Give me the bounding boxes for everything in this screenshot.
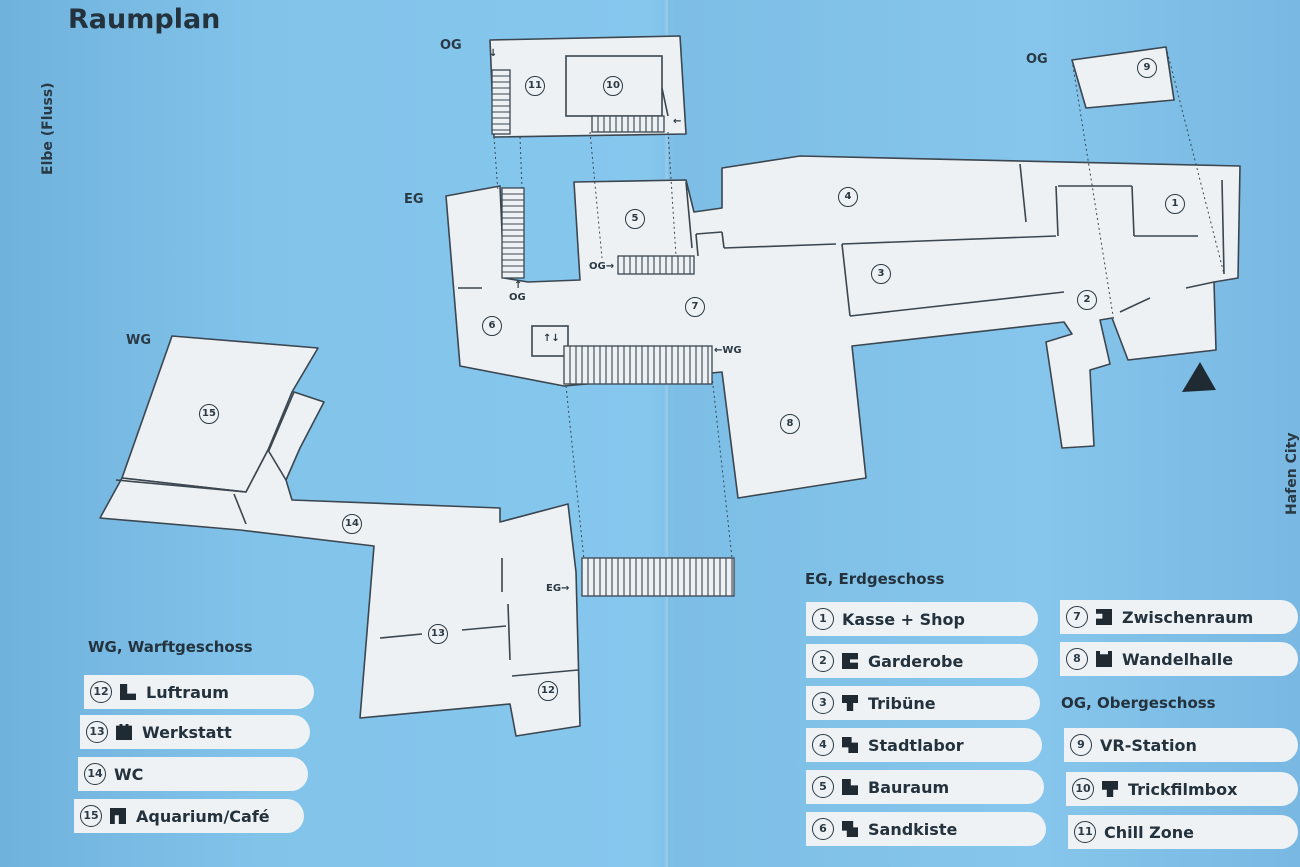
legend-heading-eg: EG, Erdgeschoss (805, 570, 945, 588)
legend-num-4: 4 (812, 734, 834, 756)
legend-label-7: Zwischenraum (1122, 607, 1254, 627)
legend-num-15: 15 (80, 805, 102, 827)
stair-eg-wg (563, 345, 713, 385)
legend-label-13: Werkstatt (142, 722, 232, 742)
legend-label-9: VR-Station (1100, 735, 1197, 755)
legend-label-10: Trickfilmbox (1128, 779, 1238, 799)
legend-label-6: Sandkiste (868, 819, 958, 839)
legend-num-1: 1 (812, 608, 834, 630)
stair-eg-left (501, 187, 525, 279)
legend-item-3: 3 Tribüne (806, 686, 1040, 720)
legend-label-14: WC (114, 764, 144, 784)
og-block-right (1071, 46, 1175, 109)
level-label-eg: EG (404, 192, 424, 207)
paper-fold (664, 0, 670, 867)
legend-heading-wg: WG, Warftgeschoss (88, 638, 253, 656)
stair-wg-eg (581, 557, 735, 597)
legend-item-15: 15 Aquarium/Café (74, 799, 304, 833)
level-label-og-right: OG (1026, 52, 1048, 67)
level-label-og-left: OG (440, 38, 462, 53)
eg-floor (445, 155, 1241, 499)
legend-num-6: 6 (812, 818, 834, 840)
garderobe-icon (842, 653, 858, 669)
room-num-12: 12 (538, 681, 558, 701)
stair-og-right-label: OG→ (589, 261, 615, 272)
room-num-15: 15 (199, 404, 219, 424)
level-label-wg: WG (126, 333, 152, 348)
legend-label-4: Stadtlabor (868, 735, 964, 755)
legend-label-1: Kasse + Shop (842, 609, 965, 629)
legend-label-12: Luftraum (146, 682, 229, 702)
room-num-1: 1 (1165, 194, 1185, 214)
entrance-marker (1182, 362, 1216, 392)
legend-label-3: Tribüne (868, 693, 936, 713)
lift-label: ↑↓ (543, 333, 560, 344)
luftraum-icon (120, 684, 136, 700)
legend-num-2: 2 (812, 650, 834, 672)
room-num-10: 10 (603, 76, 623, 96)
legend-item-8: 8 Wandelhalle (1060, 642, 1298, 676)
legend-num-11: 11 (1074, 821, 1096, 843)
legend-num-13: 13 (86, 721, 108, 743)
legend-item-2: 2 Garderobe (806, 644, 1038, 678)
room-num-5: 5 (625, 209, 645, 229)
legend-item-9: 9 VR-Station (1064, 728, 1298, 762)
legend-num-5: 5 (812, 776, 834, 798)
tribuene-icon (842, 695, 858, 711)
room-num-9: 9 (1137, 58, 1157, 78)
stair-wg-label: ←WG (714, 345, 742, 356)
legend-label-2: Garderobe (868, 651, 964, 671)
room-num-13: 13 (428, 624, 448, 644)
room-num-11: 11 (525, 76, 545, 96)
legend-item-1: 1 Kasse + Shop (806, 602, 1038, 636)
room-num-2: 2 (1077, 290, 1097, 310)
legend-label-15: Aquarium/Café (136, 806, 270, 826)
legend-num-12: 12 (90, 681, 112, 703)
legend-item-6: 6 Sandkiste (806, 812, 1046, 846)
room-num-3: 3 (871, 264, 891, 284)
page-title: Raumplan (68, 4, 221, 35)
room-num-14: 14 (342, 514, 362, 534)
stair-eg-label: EG→ (546, 583, 570, 594)
legend-num-8: 8 (1066, 648, 1088, 670)
wg-floor (99, 449, 581, 737)
legend-label-5: Bauraum (868, 777, 950, 797)
legend-item-11: 11 Chill Zone (1068, 815, 1298, 849)
legend-num-14: 14 (84, 763, 106, 785)
legend-item-7: 7 Zwischenraum (1060, 600, 1298, 634)
legend-item-4: 4 Stadtlabor (806, 728, 1042, 762)
legend-label-11: Chill Zone (1104, 822, 1194, 842)
aquarium-icon (110, 808, 126, 824)
bauraum-icon (842, 779, 858, 795)
legend-item-12: 12 Luftraum (84, 675, 314, 709)
trickfilmbox-icon (1102, 781, 1118, 797)
room-num-8: 8 (780, 414, 800, 434)
legend-num-3: 3 (812, 692, 834, 714)
legend-num-10: 10 (1072, 778, 1094, 800)
stair-down-arrow: ↓ (489, 48, 498, 59)
stair-left-arrow: ← (673, 116, 682, 127)
stadtlabor-icon (842, 737, 858, 753)
stair-og-label: OG (509, 292, 526, 303)
zwischenraum-icon (1096, 609, 1112, 625)
legend-num-9: 9 (1070, 734, 1092, 756)
room-num-4: 4 (838, 187, 858, 207)
legend-heading-og: OG, Obergeschoss (1061, 694, 1216, 712)
stair-eg-5 (617, 255, 695, 275)
werkstatt-icon (116, 724, 132, 740)
sandkiste-icon (842, 821, 858, 837)
legend-num-7: 7 (1066, 606, 1088, 628)
room-num-6: 6 (482, 316, 502, 336)
legend-item-14: 14 WC (78, 757, 308, 791)
legend-item-10: 10 Trickfilmbox (1066, 772, 1298, 806)
legend-label-8: Wandelhalle (1122, 649, 1234, 669)
legend-item-5: 5 Bauraum (806, 770, 1044, 804)
arrow-up-label: ↑ (514, 280, 523, 291)
wandelhalle-icon (1096, 651, 1112, 667)
room-num-7: 7 (685, 297, 705, 317)
legend-item-13: 13 Werkstatt (80, 715, 310, 749)
